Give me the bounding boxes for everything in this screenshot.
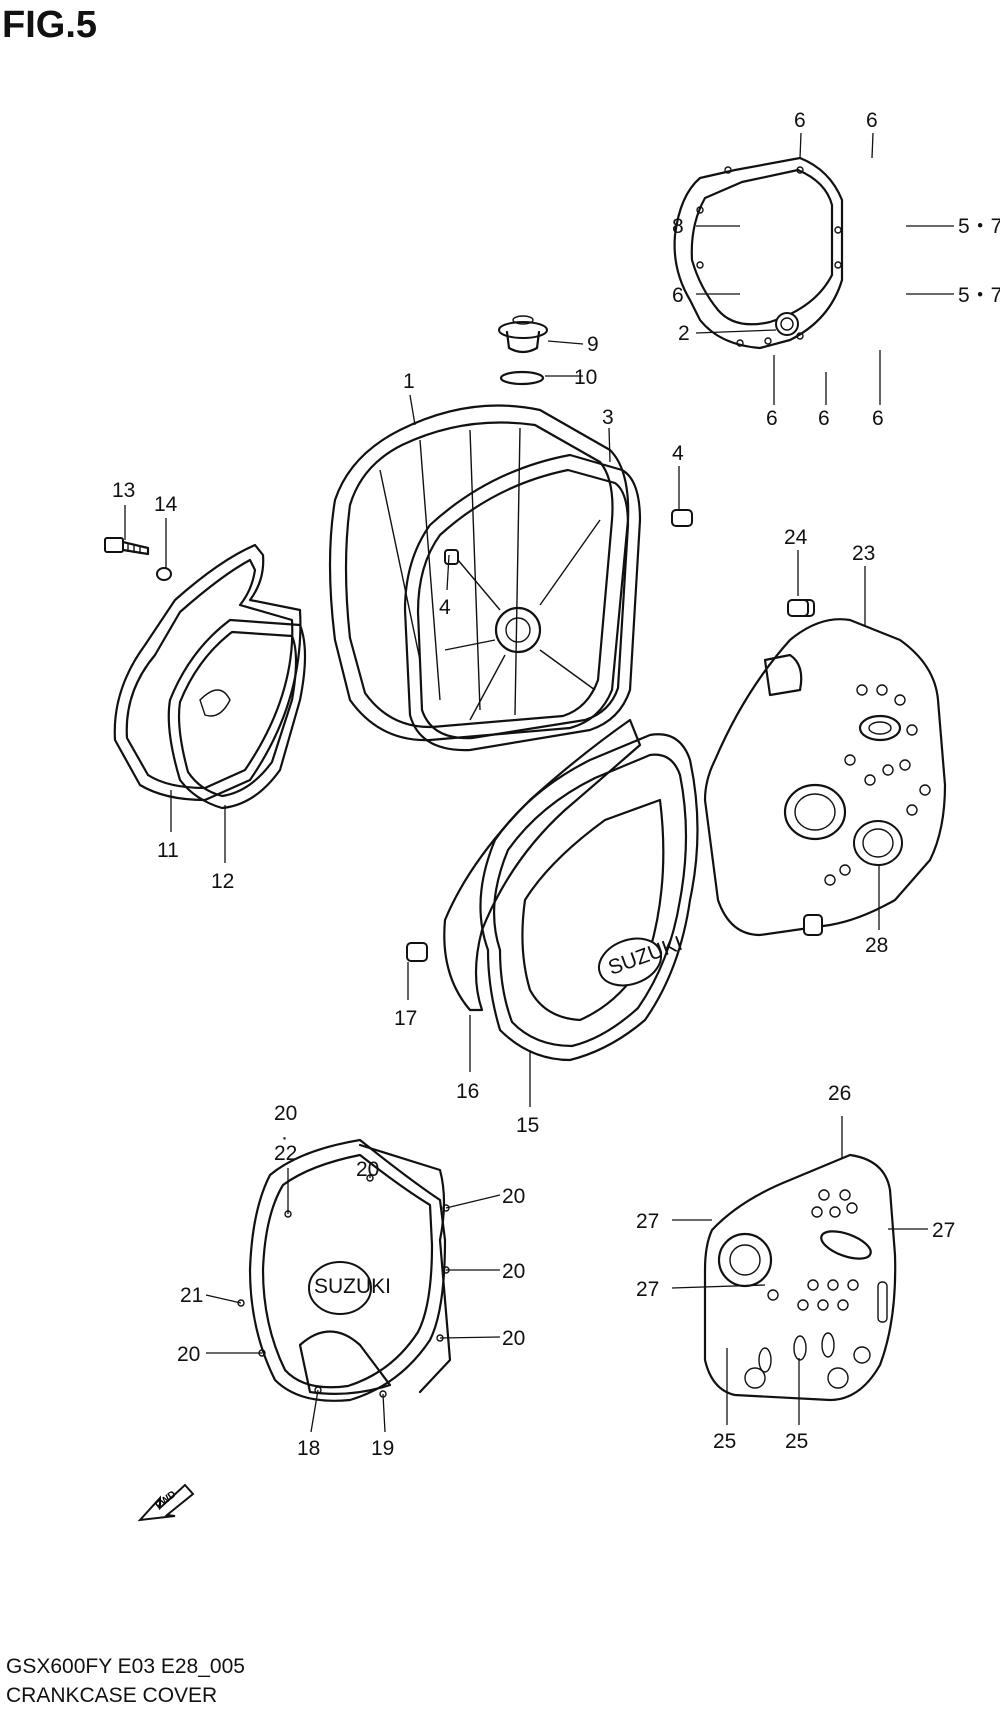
callout-1: 1 — [403, 370, 415, 393]
bolt — [104, 537, 150, 556]
callout-9: 9 — [587, 333, 599, 356]
dowel-pin — [787, 599, 809, 617]
callout-25: 25 — [713, 1430, 736, 1453]
model-code: GSX600FY E03 E28_005 — [6, 1655, 245, 1678]
callout-19: 19 — [371, 1437, 394, 1460]
callout-5-7: 5・7 — [958, 215, 1000, 238]
callout-17: 17 — [394, 1007, 417, 1030]
callout-4: 4 — [672, 442, 684, 465]
callout-20: 20 — [502, 1185, 525, 1208]
callout-20: 20 — [502, 1327, 525, 1350]
starter-clutch-cover — [237, 1138, 452, 1402]
callout-14: 14 — [154, 493, 178, 516]
callout-15: 15 — [516, 1114, 539, 1137]
o-ring-icon — [775, 312, 799, 336]
cover-plate — [703, 1153, 897, 1402]
callout-8: 8 — [672, 215, 684, 238]
dowel-pin — [406, 509, 815, 962]
callout-20: 20 — [274, 1102, 297, 1125]
callout-27: 27 — [636, 1278, 659, 1301]
leader-lines — [124, 132, 954, 1433]
callout-3: 3 — [602, 406, 614, 429]
callout-labels: 1 2 3 4 4 5・7 5・7 6 6 6 6 6 6 6 8 9 10 1… — [112, 109, 1000, 1460]
generator-cover-gasket — [443, 718, 642, 1012]
callout-13: 13 — [112, 479, 135, 502]
logo-suzuki: SUZUKI — [314, 1275, 391, 1298]
callout-5-7: 5・7 — [958, 284, 1000, 307]
washer-icon — [156, 567, 172, 581]
suzuki-logo-plate — [598, 937, 662, 987]
callout-6: 6 — [866, 109, 878, 132]
callout-6: 6 — [872, 407, 884, 430]
callout-27: 27 — [636, 1210, 659, 1233]
callout-6: 6 — [766, 407, 778, 430]
callout-dot: · — [281, 1126, 288, 1149]
callout-22: 22 — [274, 1142, 297, 1165]
crankcase-section — [703, 618, 947, 937]
callout-12: 12 — [211, 870, 234, 893]
left-cover — [113, 543, 302, 802]
callout-28: 28 — [865, 934, 888, 957]
callout-27: 27 — [932, 1219, 955, 1242]
fwd-arrow-icon: FWD — [137, 1483, 195, 1522]
oil-filler-cap — [498, 315, 548, 386]
callout-20: 20 — [177, 1343, 200, 1366]
callout-21: 21 — [180, 1284, 203, 1307]
left-cover-gasket — [167, 618, 307, 810]
callout-10: 10 — [574, 366, 597, 389]
generator-cover — [479, 733, 699, 1062]
callout-6: 6 — [794, 109, 806, 132]
callout-20: 20 — [502, 1260, 525, 1283]
callout-18: 18 — [297, 1437, 320, 1460]
diagram-name: CRANKCASE COVER — [6, 1684, 218, 1707]
callout-2: 2 — [678, 322, 690, 345]
callout-23: 23 — [852, 542, 875, 565]
callout-26: 26 — [828, 1082, 851, 1105]
figure-title: FIG.5 — [2, 4, 98, 46]
callout-11: 11 — [157, 839, 179, 862]
callout-6: 6 — [672, 284, 684, 307]
callout-24: 24 — [784, 526, 808, 549]
clutch-cover — [328, 404, 630, 742]
callout-4: 4 — [439, 596, 451, 619]
callout-20: 20 — [356, 1158, 379, 1181]
cover-gasket-top-right — [673, 156, 844, 350]
callout-16: 16 — [456, 1080, 479, 1103]
callout-25: 25 — [785, 1430, 808, 1453]
callout-6: 6 — [818, 407, 830, 430]
